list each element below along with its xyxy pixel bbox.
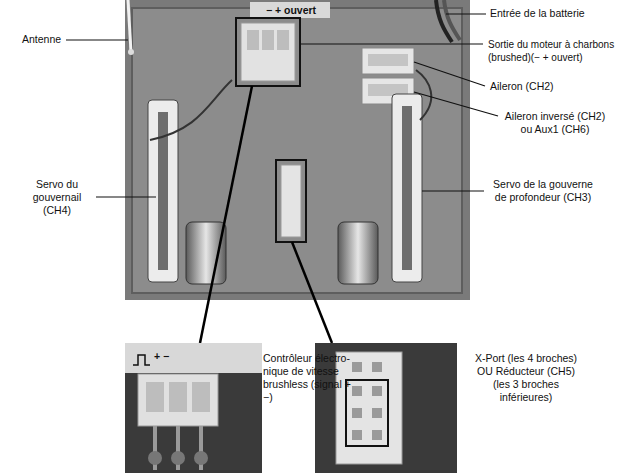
zoom-line <box>200 86 252 343</box>
pin-hole <box>372 386 382 396</box>
servo-motor <box>338 222 378 284</box>
inset-marking-area <box>125 343 262 373</box>
connector-outline <box>276 160 306 242</box>
leader-line <box>300 43 483 44</box>
leader-lines <box>66 14 498 380</box>
pin-holes <box>352 362 382 440</box>
servo-motor <box>186 222 226 284</box>
servo-slot <box>402 106 412 270</box>
pin-slot <box>262 30 274 50</box>
leader-line <box>446 13 486 14</box>
antenna-solder <box>128 49 134 55</box>
connector-legs <box>155 426 201 470</box>
marking-patch <box>250 2 330 18</box>
pin-hole <box>352 386 362 396</box>
solder-pad <box>171 451 185 465</box>
callout-label: Contrôleur électro- nique de vitesse bru… <box>263 352 351 404</box>
esc-connector <box>138 374 218 426</box>
aileron-connector <box>362 48 414 74</box>
callout-label: X-Port (les 4 broches) OU Réducteur (CH5… <box>468 352 584 404</box>
callout-label: Sortie du moteur à charbons (brushed)(− … <box>488 38 618 64</box>
pin-hole <box>352 408 362 418</box>
pin-hole <box>372 430 382 440</box>
callout-label: Antenne <box>22 33 68 46</box>
solder-pad <box>148 451 162 465</box>
pin-slot <box>247 30 259 50</box>
leader-line <box>414 92 498 116</box>
pin-slot <box>169 382 187 412</box>
signal-symbol <box>133 355 150 365</box>
pin-slot <box>368 54 408 66</box>
circuit-board <box>132 8 462 293</box>
elevator-servo <box>392 94 422 282</box>
esc-inset <box>125 343 262 473</box>
leader-line <box>96 196 156 197</box>
rudder-servo <box>148 100 178 282</box>
zoom-line <box>292 242 332 343</box>
callout-label: Aileron inversé (CH2) ou Aux1 (CH6) <box>502 110 608 136</box>
callout-label: Servo de la gouverne de profondeur (CH3) <box>488 178 598 204</box>
leader-line <box>422 190 484 191</box>
leader-line <box>66 39 128 40</box>
pin-hole <box>372 408 382 418</box>
callout-label: Aileron (CH2) <box>490 80 600 93</box>
antenna-wire <box>128 0 131 52</box>
callout-label: Entrée de la batterie <box>490 7 618 20</box>
solder-pad <box>194 451 208 465</box>
pin-slot <box>277 30 289 50</box>
callout-label: + − <box>154 350 204 363</box>
xport-connector <box>281 165 301 237</box>
callout-label: Servo du gouvernail (CH4) <box>22 178 92 217</box>
pin-group-outline <box>346 380 388 446</box>
pin-hole <box>352 362 362 372</box>
battery-wire <box>444 0 460 40</box>
zoom-lines <box>200 86 332 343</box>
callout-label: − + ouvert <box>254 4 328 17</box>
servo-wire <box>150 80 232 140</box>
motor-connector <box>241 23 295 81</box>
pin-slot <box>192 382 210 412</box>
leader-line <box>414 62 485 86</box>
connector-outline <box>236 18 300 86</box>
pin-slot <box>146 382 164 412</box>
xport-connector <box>336 352 402 464</box>
pin-hole <box>352 430 362 440</box>
pin-hole <box>372 362 382 372</box>
